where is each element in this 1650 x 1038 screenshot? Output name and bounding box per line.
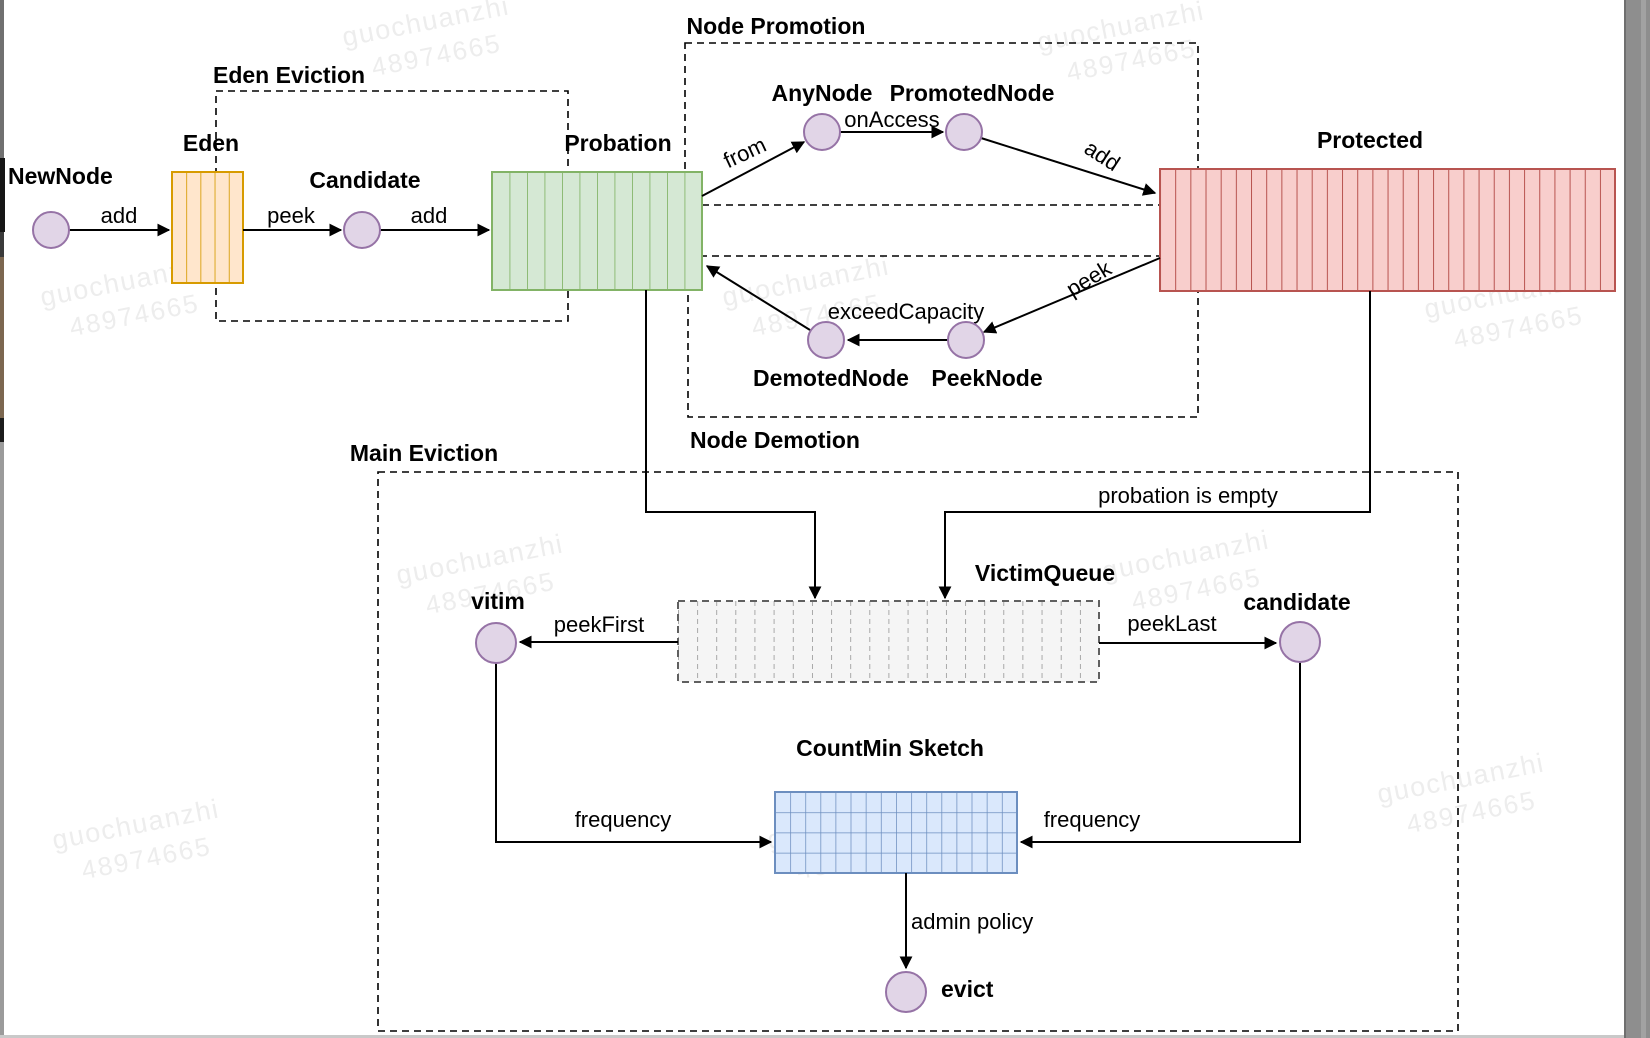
watermark-tile: guochuanzhi 48974665 xyxy=(50,793,222,885)
node-vitim-label: vitim xyxy=(471,588,525,614)
node-candidate-lower-label: candidate xyxy=(1243,589,1350,615)
node-demotednode-label: DemotedNode xyxy=(753,365,909,391)
window-edge-bottom xyxy=(0,1035,1624,1038)
protected-queue-label: Protected xyxy=(1317,127,1423,153)
node-demotion-title: Node Demotion xyxy=(690,427,860,453)
label-frequency-left: frequency xyxy=(575,807,672,832)
edge-add-promoted-to-protected xyxy=(980,137,1157,196)
edge-frequency-left xyxy=(495,663,773,849)
node-promotednode: PromotedNode xyxy=(890,80,1055,151)
label-add-2: add xyxy=(411,203,448,228)
node-peeknode-label: PeekNode xyxy=(931,365,1042,391)
svg-text:add: add xyxy=(1080,135,1124,176)
countmin-sketch-label: CountMin Sketch xyxy=(796,735,984,761)
edge-demoted-to-probation xyxy=(705,265,811,331)
node-anynode-label: AnyNode xyxy=(772,80,873,106)
victim-queue: VictimQueue xyxy=(677,560,1115,683)
node-demotion-box xyxy=(687,255,1199,418)
edge-protected-to-victimqueue xyxy=(938,291,1371,600)
node-demotednode: DemotedNode xyxy=(753,321,909,391)
node-promotion-box xyxy=(684,42,1199,206)
watermark-tile: guochuanzhi 48974665 xyxy=(340,0,512,82)
node-candidate-lower: candidate xyxy=(1243,589,1351,663)
label-onaccess: onAccess xyxy=(844,107,939,132)
label-peekfirst: peekFirst xyxy=(554,612,644,637)
probation-queue-label: Probation xyxy=(564,130,671,156)
watermark-tile: guochuanzhi 48974665 xyxy=(1035,0,1207,87)
edge-frequency-right xyxy=(1019,662,1301,849)
node-candidate-label: Candidate xyxy=(309,167,420,193)
node-promotednode-label: PromotedNode xyxy=(890,80,1055,106)
label-add-1: add xyxy=(101,203,138,228)
label-add-3: add xyxy=(1080,135,1124,176)
label-peek-1: peek xyxy=(267,203,316,228)
label-exceedcapacity: exceedCapacity xyxy=(828,299,985,324)
protected-queue: Protected xyxy=(1159,127,1616,292)
label-from: from xyxy=(720,132,770,173)
window-edge-left xyxy=(0,0,5,1038)
edge-peek-protected-to-peeknode xyxy=(982,257,1161,334)
probation-queue: Probation xyxy=(491,130,703,291)
node-evict-label: evict xyxy=(941,976,994,1002)
eden-queue-label: Eden xyxy=(183,130,239,156)
edges-layer xyxy=(69,125,1371,970)
node-newnode-label: NewNode xyxy=(8,163,113,189)
svg-text:peek: peek xyxy=(1062,255,1117,302)
eden-eviction-title: Eden Eviction xyxy=(213,62,365,88)
label-peeklast: peekLast xyxy=(1127,611,1216,636)
label-admin-policy: admin policy xyxy=(911,909,1033,934)
main-eviction-box xyxy=(377,471,1459,1032)
eden-queue: Eden xyxy=(171,130,244,284)
label-peek-2: peek xyxy=(1062,255,1117,302)
edge-from-probation-to-anynode xyxy=(701,141,806,197)
node-anynode: AnyNode xyxy=(772,80,873,151)
node-vitim: vitim xyxy=(471,588,525,664)
window-edge-right xyxy=(1624,0,1650,1038)
label-frequency-right: frequency xyxy=(1044,807,1141,832)
node-newnode: NewNode xyxy=(8,163,113,249)
countmin-sketch: CountMin Sketch xyxy=(774,735,1018,874)
watermark-tile: guochuanzhi 48974665 xyxy=(1375,747,1547,839)
node-candidate: Candidate xyxy=(309,167,421,249)
node-evict: evict xyxy=(885,971,994,1013)
main-eviction-title: Main Eviction xyxy=(350,440,498,466)
svg-text:from: from xyxy=(720,132,770,173)
node-promotion-title: Node Promotion xyxy=(687,13,866,39)
victim-queue-label: VictimQueue xyxy=(975,560,1115,586)
node-peeknode: PeekNode xyxy=(931,321,1043,391)
label-probation-is-empty: probation is empty xyxy=(1098,483,1278,508)
edge-probation-to-victimqueue xyxy=(645,290,822,600)
